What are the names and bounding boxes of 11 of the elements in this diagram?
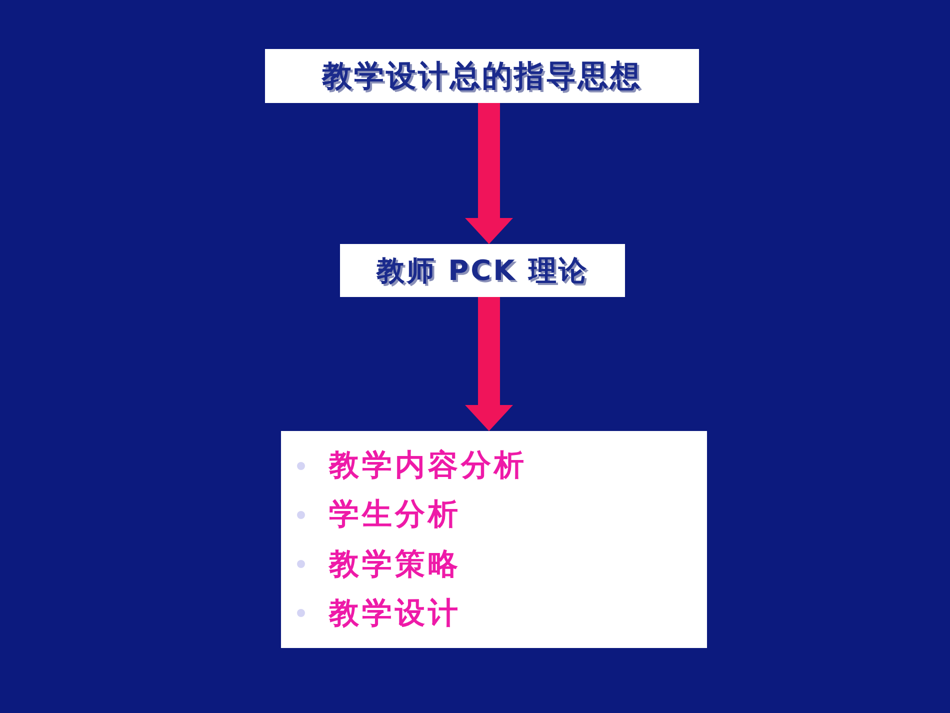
list-item-text: 教学内容分析 [329, 447, 527, 486]
list-item-text: 教学策略 [329, 546, 461, 584]
arrow [465, 103, 513, 244]
process-box [265, 49, 699, 103]
list-item-text: 教学设计 [329, 594, 461, 633]
list-box [281, 431, 707, 648]
process-box [340, 244, 625, 297]
list-item-text: 学生分析 [329, 496, 461, 534]
box-title: 教师 PCK 理论 [376, 252, 589, 288]
arrow [465, 297, 513, 431]
box-title: 教学设计总的指导思想 [322, 58, 642, 96]
